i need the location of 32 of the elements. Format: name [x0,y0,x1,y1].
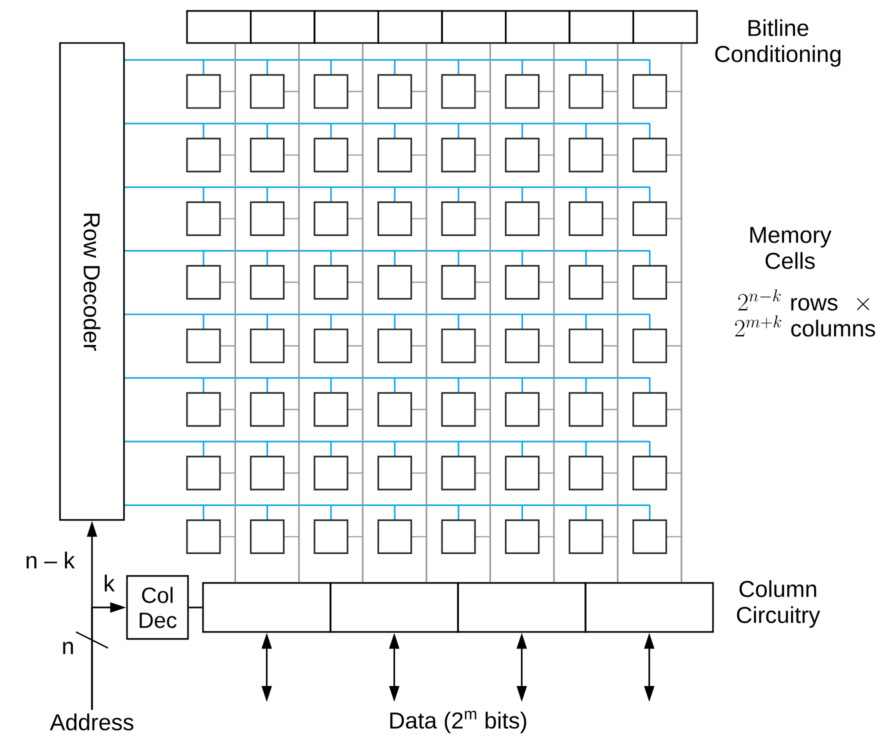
column-circuitry-box [584,582,714,633]
bitline [426,44,428,582]
column-circuitry-box [457,582,586,633]
column-decoder-box: Col Dec [126,575,189,640]
bitline-conditioning-box [186,10,252,44]
bitline-conditioning-box [441,10,507,44]
bitline-conditioning-box [377,10,443,44]
bitline [680,44,682,582]
bitline-conditioning-box [504,10,570,44]
text-label: Bitline Conditioning [715,19,840,67]
text-label: Data (2$^{m}$ bits) [390,710,526,734]
bitline [616,44,619,582]
address-text: Address [50,714,134,730]
column-circuitry-box [330,582,459,633]
bitline [298,44,300,582]
bitline-conditioning-box [568,10,634,44]
text-label: $2^{n-k}\text{ rows }\times 2^{m+k}\text{ columns}$ [735,289,876,337]
text-label: Column Circuitry [737,580,820,628]
bitline [553,44,555,582]
bitline-conditioning-box [314,10,380,44]
column-circuitry-box [202,582,332,633]
bitline-conditioning-box [250,10,316,44]
edge-label: k [102,574,116,592]
bitline-conditioning-box [632,10,698,44]
connector-line [188,606,202,608]
text-label: Memory Cells [750,226,832,269]
bitline [362,44,364,582]
bitline [489,44,491,582]
bitline [234,44,236,582]
text-label: n [63,642,73,654]
row-decoder-box: Row Decoder [59,42,125,521]
edge-label: n – k [24,550,76,570]
